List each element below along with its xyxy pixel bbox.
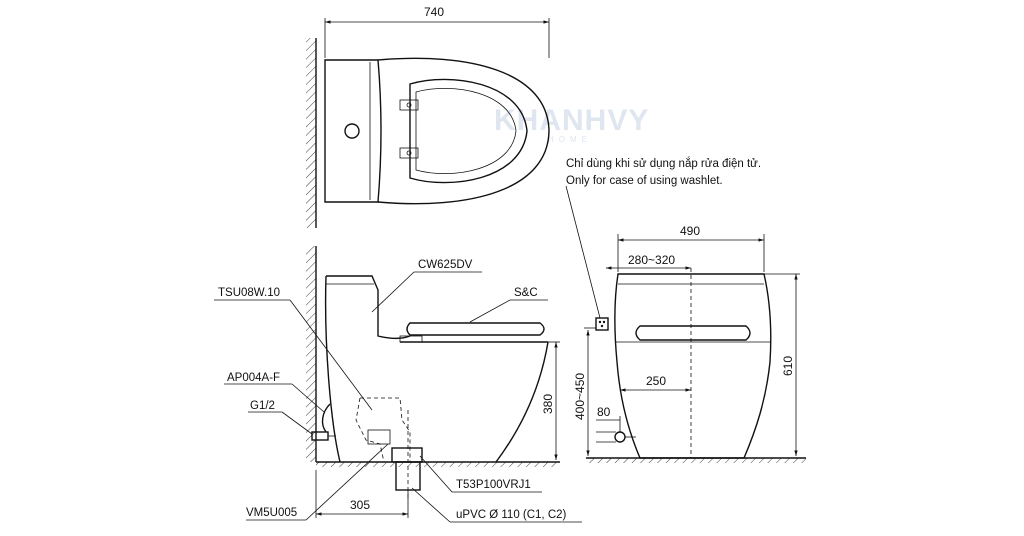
- leader-cw625dv: [371, 271, 415, 313]
- hinge-top-bolt: [406, 102, 412, 108]
- supply-hose: [321, 403, 331, 433]
- flange: [391, 447, 423, 463]
- note-vi: Chỉ dùng khi sử dụng nắp rửa điện tử.: [566, 157, 761, 170]
- outlet-pin-3: [600, 324, 604, 328]
- label-vm5u005: VM5U005: [246, 507, 297, 519]
- watermark-sub: HOME: [548, 135, 592, 144]
- top-seat-outer: [409, 78, 528, 184]
- hinge-bottom-bolt: [406, 150, 412, 156]
- top-tank: [324, 59, 382, 203]
- label-g12: G1/2: [250, 400, 275, 412]
- watermark-brand: KHANHVY: [494, 104, 649, 137]
- front-floor-hatch: [586, 458, 806, 463]
- outlet-pin-1: [598, 320, 602, 324]
- leader-sc: [469, 299, 511, 323]
- dim-400-text: 400~450: [573, 373, 587, 420]
- leader-upvc: [411, 487, 451, 523]
- leader-note: [565, 185, 601, 319]
- side-wall-hatch: [306, 246, 316, 462]
- dim-490-text: 490: [680, 224, 700, 238]
- note-en: Only for case of using washlet.: [566, 175, 723, 187]
- top-seat-inner: [415, 87, 517, 175]
- side-seat: [406, 322, 545, 336]
- fitting-body: [367, 429, 391, 445]
- label-ap004a: AP004A-F: [227, 372, 280, 384]
- dim-380-text: 380: [541, 394, 555, 414]
- label-sc: S&C: [514, 287, 538, 299]
- leader-g: [281, 411, 313, 435]
- side-hinge: [399, 335, 423, 343]
- side-body-back: [324, 275, 341, 463]
- dim-610-text: 610: [781, 356, 795, 376]
- front-body: [614, 273, 772, 459]
- front-seat: [635, 325, 751, 341]
- flush-button: [344, 123, 360, 139]
- outlet-pin-2: [602, 320, 606, 324]
- label-t53p100vrj1: T53P100VRJ1: [456, 479, 531, 491]
- dim-305-text: 305: [350, 498, 370, 512]
- dim-280-text: 280~320: [628, 253, 675, 267]
- label-cw625dv: CW625DV: [418, 259, 473, 271]
- leader-t53: [419, 455, 453, 493]
- leader-tsu: [289, 299, 373, 411]
- front-view: Chỉ dùng khi sử dụng nắp rửa điện tử. On…: [565, 157, 806, 463]
- watermark: KHANHVY HOME: [494, 104, 649, 144]
- top-wall-hatch: [306, 38, 316, 228]
- label-tsu08w: TSU08W.10: [218, 287, 280, 299]
- front-valve: [614, 431, 626, 443]
- dim-80-text: 80: [597, 405, 611, 419]
- dim-740-text: 740: [424, 5, 444, 19]
- label-upvc: uPVC Ø 110 (C1, C2): [456, 509, 567, 521]
- top-view: 740: [306, 5, 550, 228]
- trapway-dashed: [360, 397, 411, 462]
- leader-ap: [291, 383, 325, 413]
- side-tank: [326, 275, 411, 339]
- top-bowl-outline: [377, 57, 550, 205]
- leader-vm: [305, 443, 389, 521]
- dim-250-text: 250: [646, 374, 666, 388]
- side-floor-hatch: [316, 462, 560, 467]
- hinge-bottom: [399, 147, 419, 159]
- outlet-box: [595, 317, 609, 331]
- side-body-front: [495, 341, 549, 463]
- side-view: 380 305 CW625DV S&C TSU08W.10 AP004A-F G…: [214, 246, 582, 523]
- hinge-top: [399, 99, 419, 111]
